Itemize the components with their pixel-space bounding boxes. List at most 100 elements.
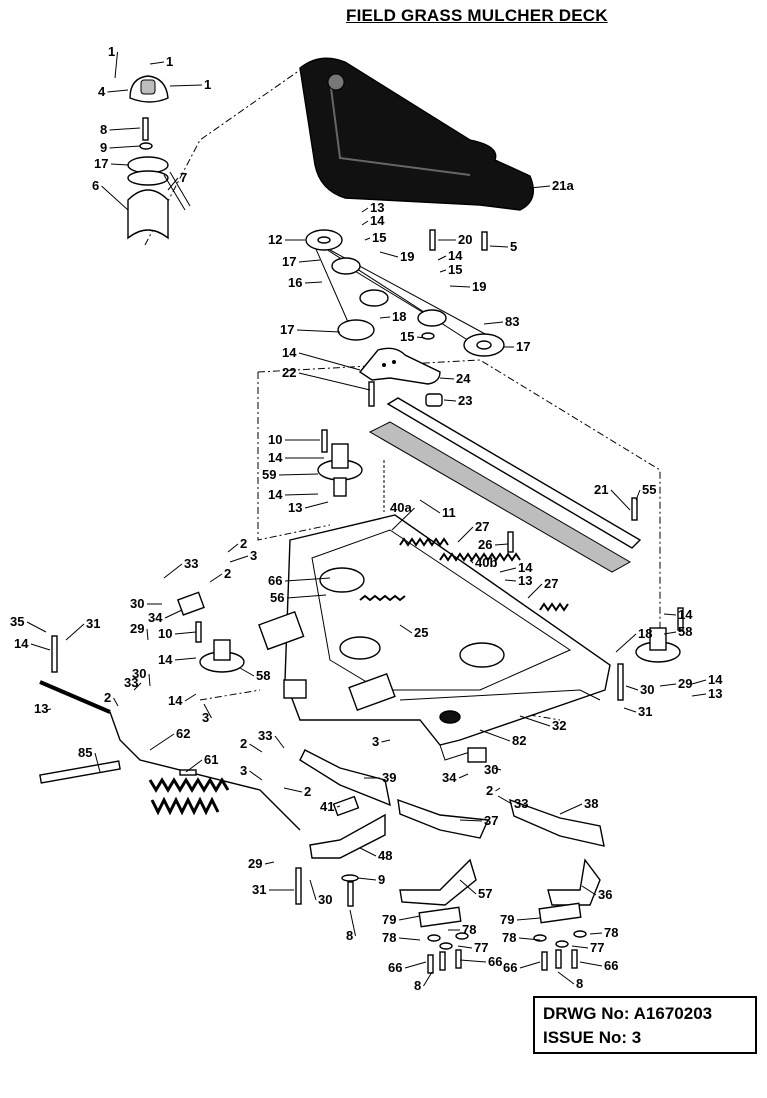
callout-2: 2	[240, 736, 263, 753]
callout-leader	[404, 961, 427, 969]
callout-number: 2	[240, 536, 247, 551]
callout-number: 56	[270, 590, 284, 605]
callout-33: 33	[124, 675, 142, 691]
callout-leader	[364, 237, 371, 241]
callout-number: 38	[584, 796, 598, 811]
callout-number: 21	[594, 482, 608, 497]
callout-78: 78	[502, 930, 541, 945]
callout-leader	[26, 621, 47, 633]
callout-leader	[361, 207, 369, 213]
baffle-strip	[368, 397, 642, 573]
callout-number: 15	[372, 230, 386, 245]
callout-leader	[416, 336, 426, 339]
callout-number: 55	[642, 482, 656, 497]
callout-number: 78	[382, 930, 396, 945]
callout-leader	[557, 971, 575, 985]
callout-66: 66	[268, 573, 331, 588]
callout-number: 16	[288, 275, 302, 290]
callout-leader	[298, 259, 321, 263]
callout-79: 79	[500, 912, 541, 927]
callout-leader	[457, 526, 474, 543]
callout-number: 57	[478, 886, 492, 901]
callout-13: 13	[361, 200, 384, 215]
callout-leader	[359, 847, 377, 857]
callout-leader	[94, 752, 101, 773]
callout-number: 66	[503, 960, 517, 975]
callout-leader	[379, 251, 399, 258]
callout-leader	[169, 84, 203, 87]
callout-leader	[109, 127, 141, 131]
callout-leader	[264, 861, 275, 865]
callout-leader	[65, 623, 85, 641]
callout-number: 14	[158, 652, 173, 667]
callout-32: 32	[519, 715, 566, 733]
callout-number: 17	[94, 156, 108, 171]
callout-number: 39	[382, 770, 396, 785]
callout-leader	[499, 567, 517, 573]
callout-21a: 21a	[529, 178, 574, 193]
callout-9: 9	[100, 140, 141, 155]
callout-78: 78	[448, 922, 476, 937]
callout-leader	[357, 877, 377, 881]
callout-number: 1	[108, 44, 115, 59]
callout-leader	[146, 628, 149, 641]
callout-34: 34	[148, 609, 183, 625]
callout-leader	[443, 399, 457, 402]
callout-leader	[399, 624, 413, 634]
mower-blades	[299, 749, 605, 928]
callout-40a: 40a	[390, 500, 415, 531]
callout-29: 29	[659, 676, 692, 691]
callout-number: 33	[258, 728, 272, 743]
callout-number: 14	[678, 607, 693, 622]
callout-number: 10	[158, 626, 172, 641]
callout-14: 14	[437, 248, 463, 263]
callout-number: 6	[92, 178, 99, 193]
callout-leader	[494, 543, 509, 546]
callout-number: 3	[372, 734, 379, 749]
callout-77: 77	[571, 940, 604, 955]
callout-leader	[527, 583, 543, 599]
callout-number: 85	[78, 745, 92, 760]
callout-78: 78	[589, 925, 618, 940]
callout-number: 17	[280, 322, 294, 337]
callout-number: 7	[180, 170, 187, 185]
callout-66: 66	[579, 958, 618, 973]
callout-number: 34	[442, 770, 457, 785]
callout-13: 13	[288, 500, 329, 515]
callout-number: 14	[448, 248, 463, 263]
callout-number: 25	[414, 625, 428, 640]
callout-number: 18	[638, 626, 652, 641]
callout-leader	[227, 543, 239, 553]
callout-number: 14	[708, 672, 723, 687]
callout-leader	[449, 285, 471, 288]
callout-number: 66	[488, 954, 502, 969]
callout-30: 30	[130, 596, 162, 611]
belt-pulley-set	[305, 229, 505, 357]
callout-number: 33	[124, 675, 138, 690]
callout-36: 36	[581, 885, 612, 902]
callout-56: 56	[270, 590, 327, 605]
callout-leader	[439, 377, 455, 380]
callout-leader	[284, 577, 331, 582]
callout-number: 48	[378, 848, 392, 863]
callout-number: 30	[640, 682, 654, 697]
callout-leader	[349, 909, 356, 937]
callout-number: 19	[472, 279, 486, 294]
callout-3: 3	[202, 703, 212, 725]
callout-number: 17	[282, 254, 296, 269]
callout-number: 34	[148, 610, 163, 625]
callout-number: 14	[168, 693, 183, 708]
callout-number: 22	[282, 365, 296, 380]
callout-number: 20	[458, 232, 472, 247]
callout-number: 13	[288, 500, 302, 515]
callout-2: 2	[486, 783, 501, 798]
side-brackets	[176, 591, 487, 763]
callout-61: 61	[185, 752, 218, 773]
callout-number: 1	[166, 54, 173, 69]
callout-number: 33	[184, 556, 198, 571]
callout-4: 4	[98, 84, 129, 99]
callout-number: 9	[100, 140, 107, 155]
callout-33: 33	[497, 795, 528, 811]
callout-15: 15	[364, 230, 386, 245]
callout-number: 3	[250, 548, 257, 563]
